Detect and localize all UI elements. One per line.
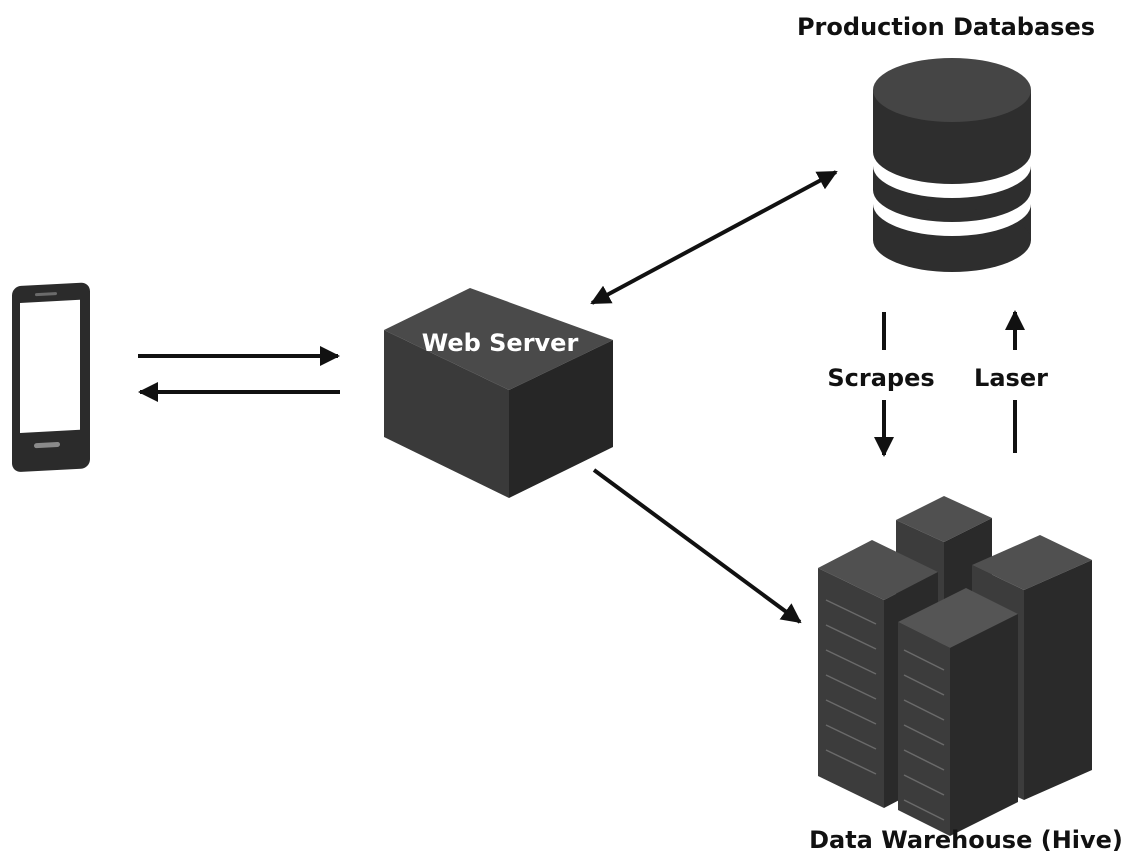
laser-label: Laser (974, 364, 1048, 392)
web-server-label: Web Server (422, 329, 579, 357)
smartphone-icon (12, 282, 90, 472)
server-racks-icon (818, 496, 1092, 836)
data-warehouse-label: Data Warehouse (Hive) (809, 826, 1123, 854)
web-server-node: Web Server (384, 288, 613, 498)
scrapes-label: Scrapes (827, 364, 934, 392)
log-arrow (592, 468, 802, 624)
db-query-arrow (590, 170, 838, 305)
production-db-label: Production Databases (797, 13, 1095, 41)
database-icon (873, 58, 1031, 272)
cube-icon (384, 288, 613, 498)
server-rack (898, 588, 1018, 836)
